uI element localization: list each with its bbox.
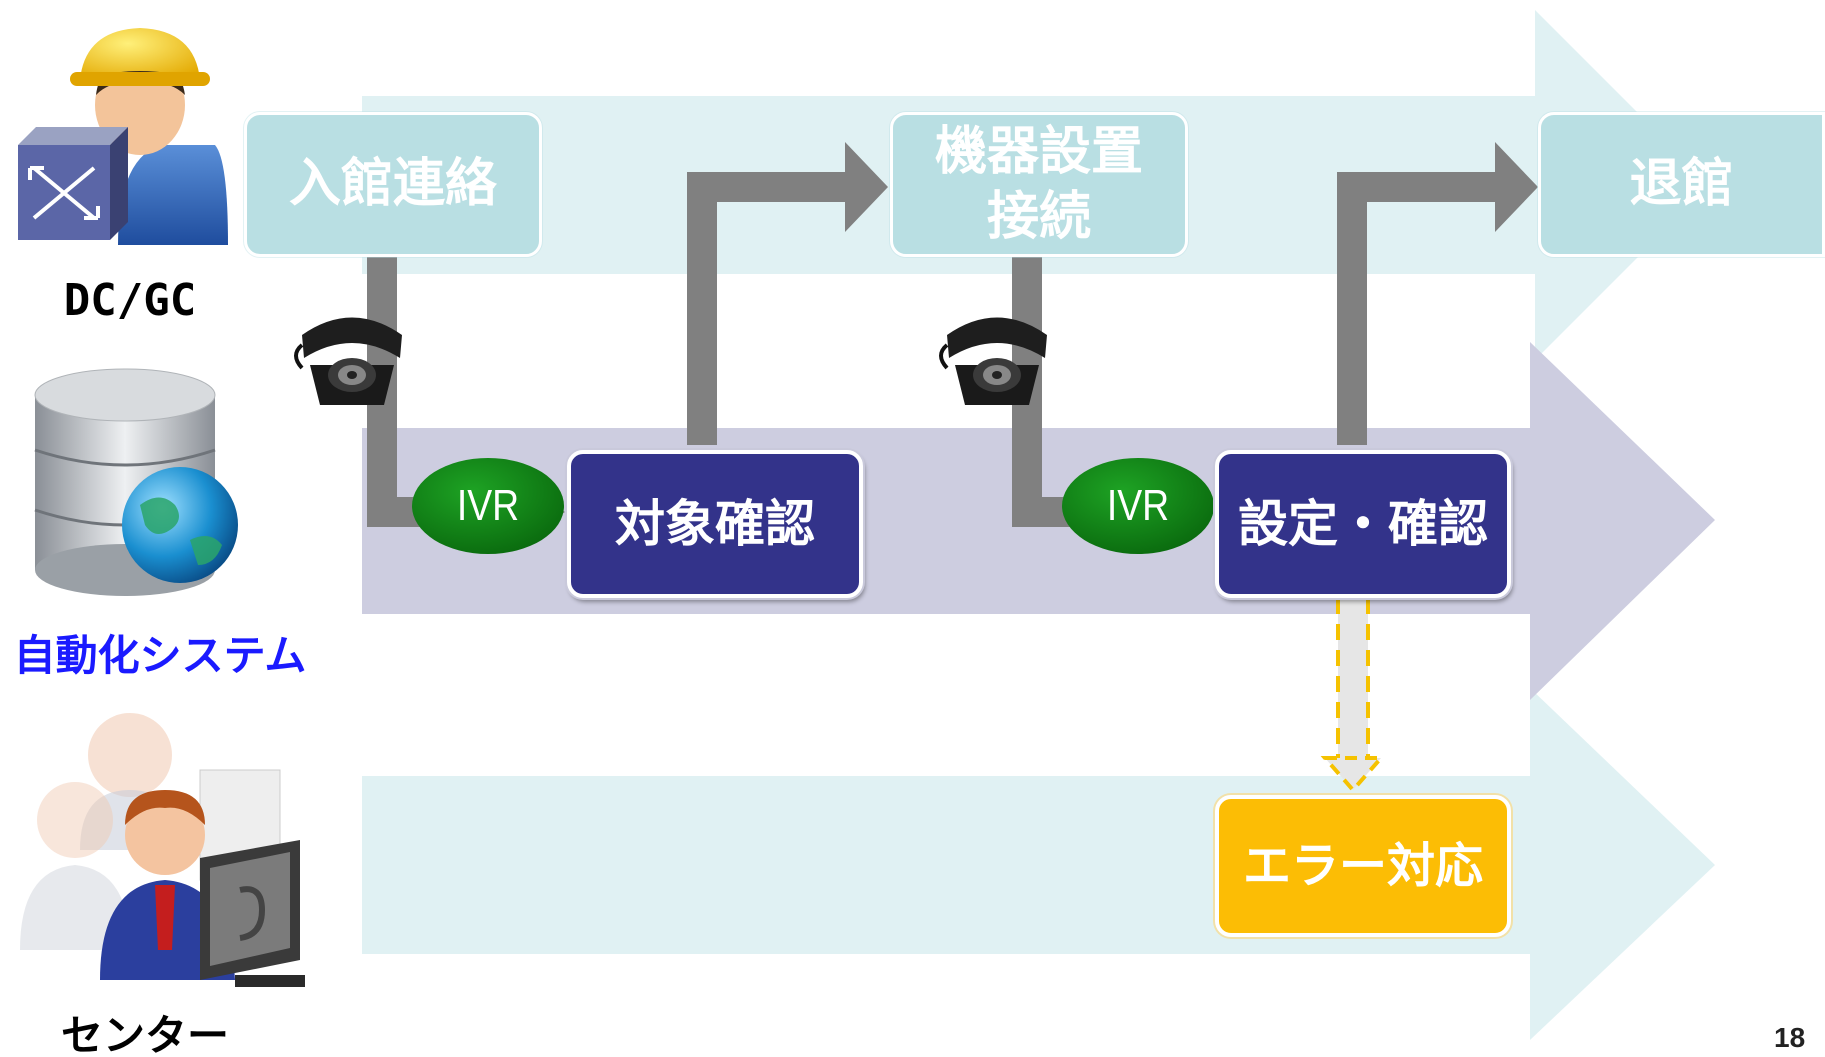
step-error-handling-label: エラー対応	[1242, 838, 1483, 894]
step-equipment-install: 機器設置 接続	[890, 112, 1188, 257]
step-settings-check: 設定・確認	[1215, 450, 1511, 598]
telephone-icon	[294, 317, 402, 405]
telephone-icon	[939, 317, 1047, 405]
step-equipment-install-label-line1: 機器設置	[934, 121, 1143, 182]
network-switch-worker-icon	[18, 28, 228, 245]
connector-target-to-install	[687, 172, 855, 445]
step-settings-check-label: 設定・確認	[1238, 494, 1488, 553]
step-exit: 退館	[1538, 112, 1825, 257]
step-entry-contact: 入館連絡	[244, 112, 542, 257]
ivr-oval-1	[412, 458, 564, 554]
ivr-oval-2	[1062, 458, 1214, 554]
step-error-handling: エラー対応	[1215, 795, 1511, 937]
step-target-check-label: 対象確認	[615, 494, 815, 553]
error-arrow-body	[1338, 598, 1368, 758]
step-equipment-install-label-line2: 接続	[986, 186, 1091, 247]
page-number: 18	[1774, 1022, 1806, 1053]
actor-label-dcgc: DC/GC	[63, 275, 197, 326]
operator-computer-icon	[20, 713, 305, 987]
step-target-check: 対象確認	[567, 450, 863, 598]
lane-center-arrow	[362, 688, 1715, 1040]
actor-label-center: センター	[60, 1011, 229, 1057]
step-entry-contact-label: 入館連絡	[288, 154, 497, 214]
step-exit-label: 退館	[1629, 154, 1734, 214]
error-arrowhead	[1320, 756, 1386, 794]
actor-label-automation: 自動化システム	[13, 631, 307, 680]
connector-exit-arrowhead	[1495, 142, 1538, 232]
ivr-label-1: IVR	[456, 481, 520, 530]
ivr-label-2: IVR	[1106, 481, 1170, 530]
connector-settings-to-exit	[1337, 172, 1505, 445]
database-globe-icon	[34, 368, 238, 596]
connector-install-arrowhead	[845, 142, 888, 232]
